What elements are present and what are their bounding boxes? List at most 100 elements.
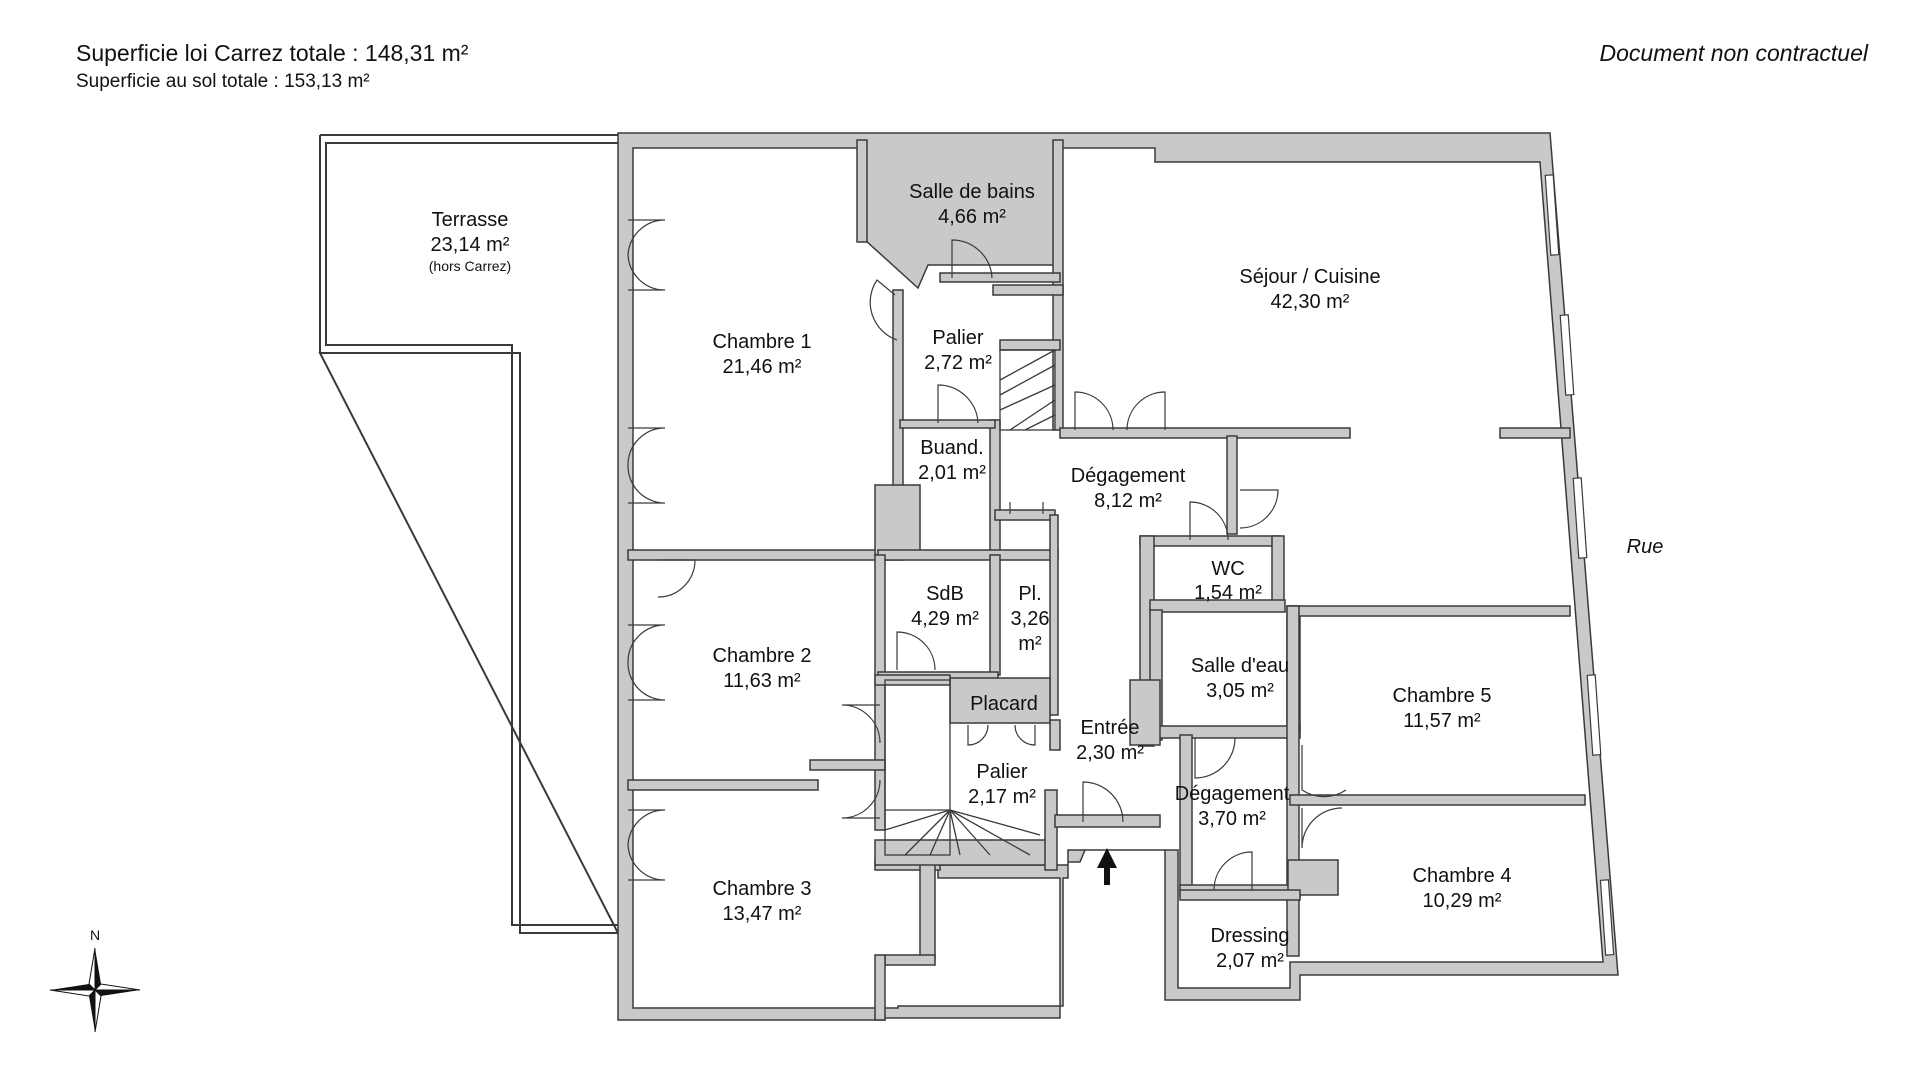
- sejour-name: Séjour / Cuisine: [1239, 266, 1380, 288]
- wall-pl-top: [994, 509, 1056, 521]
- wall-placard: [949, 677, 1051, 724]
- door-palier-ch3: [841, 779, 881, 819]
- palier-bas-name: Palier: [976, 761, 1027, 783]
- wall-ch2-ch3b: [809, 759, 886, 771]
- door-wc: [1189, 501, 1229, 541]
- wall-dressing-top: [1179, 889, 1301, 901]
- wall-entree-bottom: [1054, 814, 1161, 828]
- door-terrace-2: [627, 427, 666, 466]
- buanderie-name: Buand.: [920, 437, 983, 459]
- wall-sdb2-top: [877, 549, 1059, 561]
- door-palier-buand: [937, 384, 979, 424]
- wall-stair-top-r: [992, 284, 1064, 296]
- chambre3-name: Chambre 3: [713, 878, 812, 900]
- door-ch3-terrace: [627, 809, 666, 846]
- pl-name: Pl.: [1018, 583, 1041, 605]
- degagement2-name: Dégagement: [1175, 783, 1290, 805]
- wall-ch2-ch3: [627, 779, 819, 791]
- sdb-area: 4,29 m²: [911, 608, 979, 630]
- room-labels: Terrasse 23,14 m² (hors Carrez) Chambre …: [429, 181, 1512, 972]
- wc-name: WC: [1211, 558, 1244, 580]
- chambre3-area: 13,47 m²: [723, 903, 802, 925]
- door-pl: [1009, 502, 1044, 514]
- salle-d-eau-area: 3,05 m²: [1206, 680, 1274, 702]
- stair-box-upper: [999, 349, 1056, 431]
- door-palier-ch2: [841, 704, 881, 744]
- wc-area: 1,54 m²: [1194, 582, 1262, 604]
- stairs-lower: [884, 679, 1041, 856]
- wall-ch3-step: [919, 859, 936, 961]
- door-sdb2: [896, 631, 936, 671]
- wall-ch5-ch4: [1289, 794, 1586, 806]
- wall-sej-bottom: [1059, 427, 1351, 439]
- chambre1-area: 21,46 m²: [723, 356, 802, 378]
- salle-de-bains-name: Salle de bains: [909, 181, 1035, 203]
- chambre1-name: Chambre 1: [713, 331, 812, 353]
- entree-name: Entrée: [1081, 717, 1140, 739]
- wall-buand-right: [989, 419, 1001, 561]
- wall-sdb-bottom: [939, 272, 1061, 283]
- door-ch2-deg: [657, 559, 696, 598]
- door-terrace-1b: [627, 254, 666, 291]
- degagement1-area: 8,12 m²: [1094, 490, 1162, 512]
- wall-deg-right: [1226, 435, 1238, 535]
- door-sej-2: [1126, 391, 1166, 431]
- door-terrace-1: [627, 219, 666, 256]
- wall-deg2-left: [1179, 734, 1193, 891]
- wall-buand-top: [899, 419, 996, 429]
- wall-palier-bottom: [874, 839, 1056, 866]
- dressing-area: 2,07 m²: [1216, 950, 1284, 972]
- wall-ch3-step3: [874, 954, 886, 1021]
- terrasse-area: 23,14 m²: [431, 234, 510, 256]
- chambre5-name: Chambre 5: [1393, 685, 1492, 707]
- floor-total-label: Superficie au sol totale : 153,13 m²: [76, 71, 370, 92]
- degagement1-name: Dégagement: [1071, 465, 1186, 487]
- entrance-arrow-icon: [1097, 848, 1117, 885]
- wall-wc-bottom: [1149, 599, 1286, 613]
- sdb-name: SdB: [926, 583, 964, 605]
- windows: [1544, 174, 1615, 956]
- wall-sdb2-right: [989, 554, 1001, 676]
- door-entree: [1082, 781, 1124, 823]
- door-dressing: [1213, 851, 1253, 891]
- terrasse-name: Terrasse: [432, 209, 509, 231]
- carrez-total-label: Superficie loi Carrez totale : 148,31 m²: [76, 40, 469, 66]
- palier-haut-area: 2,72 m²: [924, 352, 992, 374]
- window-4: [1586, 674, 1602, 756]
- wall-ch5-top: [1289, 605, 1571, 617]
- wall-pl-right: [1049, 514, 1059, 716]
- chambre2-area: 11,63 m²: [723, 670, 801, 692]
- door-sej-1: [1074, 391, 1114, 431]
- dressing-name: Dressing: [1211, 925, 1290, 947]
- window-5: [1599, 879, 1615, 956]
- wall-ch1-sdb: [856, 139, 868, 243]
- door-ch2-terrace-b: [627, 661, 666, 701]
- salle-d-eau-name: Salle d'eau: [1191, 655, 1289, 677]
- window-2: [1559, 314, 1575, 396]
- wall-entree-notch: [1129, 679, 1161, 746]
- door-ch3-terrace-b: [627, 844, 666, 881]
- wall-ch3-step2: [884, 954, 936, 966]
- wall-stair-box: [999, 339, 1061, 351]
- sejour-area: 42,30 m²: [1271, 291, 1350, 313]
- chambre2-name: Chambre 2: [713, 645, 812, 667]
- chambre4-name: Chambre 4: [1413, 865, 1512, 887]
- door-sdb: [951, 239, 993, 279]
- chambre5-area: 11,57 m²: [1403, 710, 1481, 732]
- degagement2-area: 3,70 m²: [1198, 808, 1266, 830]
- terrasse-note: (hors Carrez): [429, 258, 511, 274]
- wall-entree-left: [1049, 719, 1061, 751]
- compass-icon: [49, 947, 141, 1033]
- doors: [627, 219, 1347, 891]
- window-1: [1544, 174, 1560, 256]
- compass-north-label: N: [90, 927, 100, 943]
- pl-area-1: 3,26: [1011, 608, 1050, 630]
- door-ch1-palier: [869, 279, 898, 341]
- door-placard-1: [967, 724, 989, 746]
- wall-wc-block: [1139, 535, 1281, 547]
- entree-area: 2,30 m²: [1076, 742, 1144, 764]
- disclaimer-label: Document non contractuel: [1599, 40, 1869, 66]
- palier-haut-name: Palier: [932, 327, 983, 349]
- wall-sej-bottom-right: [1499, 427, 1571, 439]
